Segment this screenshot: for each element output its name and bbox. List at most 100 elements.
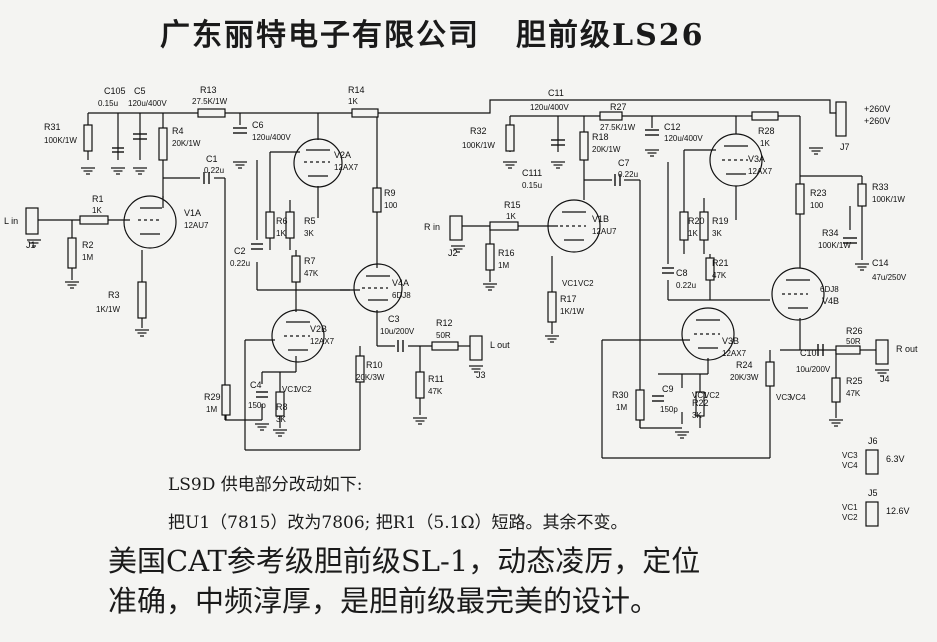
label-c5: C5 [134, 86, 146, 96]
label-vc1-c: VC1 [692, 391, 708, 400]
label-r16-value: 1M [498, 261, 509, 270]
resistors [67, 108, 867, 421]
label-vc2-d: VC2 [842, 513, 858, 522]
power-change-detail: 把U1（7815）改为7806; 把R1（5.1Ω）短路。其余不变。 [168, 513, 628, 533]
label-r30: R30 [612, 390, 629, 400]
label-c2-value: 0.22u [230, 259, 250, 268]
r20-resistor [679, 211, 689, 241]
c7-capacitor [614, 174, 621, 186]
label-r12-value: 50R [436, 331, 451, 340]
r15-resistor [489, 221, 519, 231]
r5-resistor [285, 211, 295, 239]
label-r29-value: 1M [206, 405, 217, 414]
label-r-out: R out [896, 344, 918, 354]
ground-symbols [26, 147, 890, 439]
label-r8-value: 3K [276, 415, 286, 424]
label-r1: R1 [92, 194, 104, 204]
j1-connector [25, 207, 39, 235]
label-v4a: V4A [392, 278, 409, 288]
label-c5-value: 120u/400V [128, 99, 167, 108]
label-c1-value: 0.22u [204, 166, 224, 175]
j4-connector [875, 339, 889, 365]
label-r33-value: 100K/1W [872, 195, 905, 204]
label-v1a: V1A [184, 208, 201, 218]
label-r8: R8 [276, 402, 288, 412]
label-j2: J2 [448, 248, 458, 258]
label-r14: R14 [348, 85, 365, 95]
r1-resistor [79, 215, 109, 225]
label-j7-260b: +260V [864, 116, 890, 126]
r23-resistor [795, 183, 805, 215]
label-r19: R19 [712, 216, 729, 226]
label-v4b-value: 6DJ8 [820, 285, 839, 294]
r21-resistor [705, 257, 715, 281]
j2-connector [449, 215, 463, 241]
label-r3-value: 1K/1W [96, 305, 120, 314]
label-r7-value: 47K [304, 269, 319, 278]
label-r29: R29 [204, 392, 221, 402]
label-r21-value: 47K [712, 271, 727, 280]
label-r24-value: 20K/3W [730, 373, 759, 382]
label-c111-value: 0.15u [522, 181, 542, 190]
label-v3a: V3A [748, 154, 765, 164]
r4-resistor [158, 127, 168, 161]
label-j5-value: 12.6V [886, 506, 910, 516]
page-title: 广东丽特电子有限公司胆前级LS26 [160, 10, 705, 54]
label-r19-value: 3K [712, 229, 722, 238]
label-j6-value: 6.3V [886, 454, 905, 464]
label-vc1-d: VC1 [842, 503, 858, 512]
label-v1b-value: 12AU7 [592, 227, 617, 236]
label-r5-value: 3K [304, 229, 314, 238]
label-r34: R34 [822, 228, 839, 238]
label-r21: R21 [712, 258, 729, 268]
c2-capacitor [251, 243, 263, 250]
description-line-1: 美国CAT参考级胆前级SL-1，动态凌厉，定位 [108, 544, 701, 578]
label-v2b: V2B [310, 324, 327, 334]
label-vc4-a: VC4 [790, 393, 806, 402]
label-r33: R33 [872, 182, 889, 192]
label-v2b-value: 12AX7 [310, 337, 335, 346]
j5-connector [865, 501, 879, 527]
label-c4-value: 150p [248, 401, 266, 410]
c5-capacitor [133, 133, 147, 140]
r10-resistor [355, 355, 365, 383]
label-r18-value: 20K/1W [592, 145, 621, 154]
label-v4a-value: 6DJ8 [392, 291, 411, 300]
r13-resistor [197, 108, 226, 118]
wires [38, 99, 876, 459]
label-c9: C9 [662, 384, 674, 394]
r19-resistor [699, 211, 709, 241]
label-c9-value: 150p [660, 405, 678, 414]
r25-resistor [831, 377, 841, 403]
label-r11: R11 [428, 374, 444, 384]
label-r27: R27 [610, 102, 627, 112]
r24-resistor [765, 361, 775, 387]
c12-capacitor [645, 129, 659, 136]
label-c111: C111 [522, 168, 542, 178]
r28-resistor [751, 111, 779, 121]
label-j5: J5 [868, 488, 878, 498]
v4a-tube [353, 263, 403, 313]
label-r18: R18 [592, 132, 609, 142]
r9-resistor [372, 187, 382, 213]
label-vc4-b: VC4 [842, 461, 858, 470]
label-r1-value: 1K [92, 206, 102, 215]
company-name: 广东丽特电子有限公司 [160, 18, 480, 53]
label-r4: R4 [172, 126, 184, 136]
label-c105-value: 0.15u [98, 99, 118, 108]
label-j6: J6 [868, 436, 878, 446]
c1-capacitor [203, 172, 210, 184]
label-c8: C8 [676, 268, 688, 278]
label-j3: J3 [476, 370, 486, 380]
label-r26: R26 [846, 326, 863, 336]
label-vc2-a: VC2 [296, 385, 312, 394]
r8-resistor [275, 391, 285, 417]
label-v4b: V4B [822, 296, 839, 306]
label-r14-value: 1K [348, 97, 358, 106]
label-c14-value: 47u/250V [872, 273, 907, 282]
v3b-tube [681, 307, 735, 361]
label-r15-value: 1K [506, 212, 516, 221]
label-r4-value: 20K/1W [172, 139, 201, 148]
label-c8-value: 0.22u [676, 281, 696, 290]
